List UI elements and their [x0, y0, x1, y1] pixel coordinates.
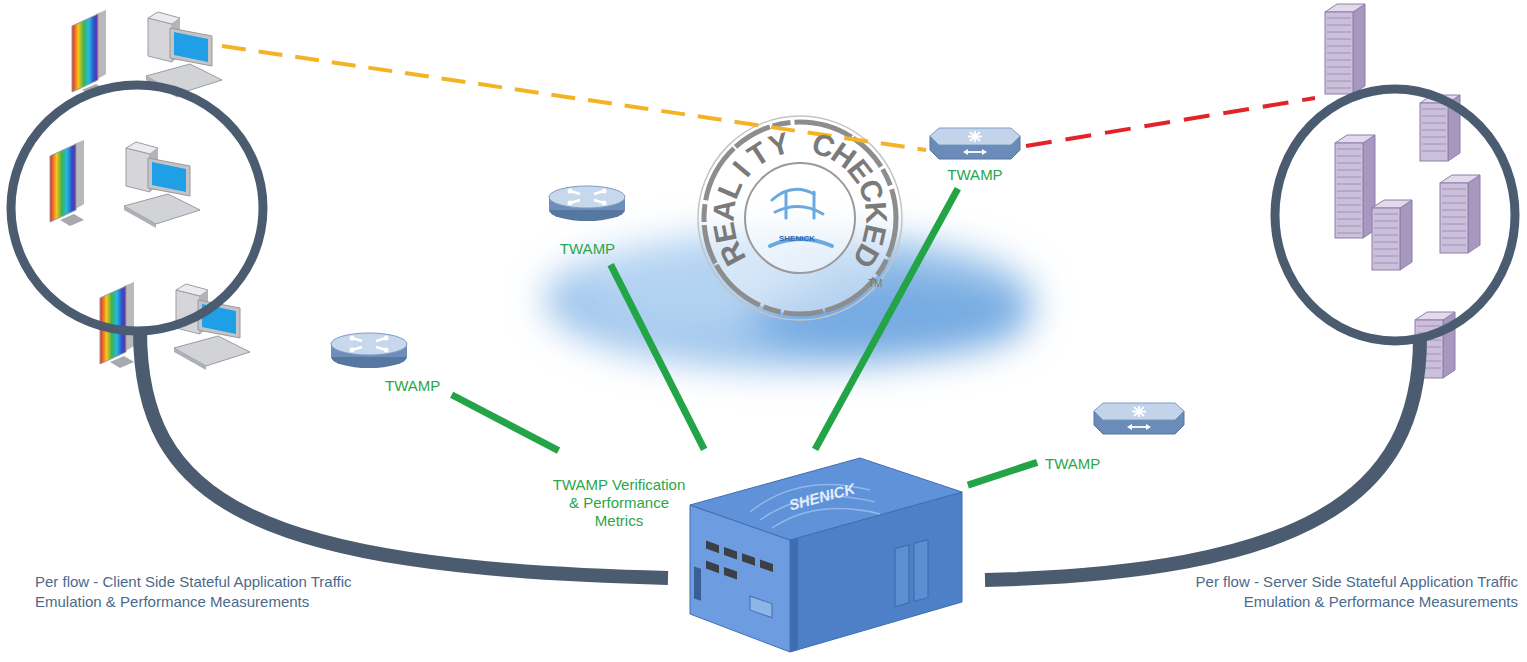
caption-client: Per flow - Client Side Stateful Applicat… [35, 572, 365, 612]
twamp-link [452, 395, 559, 451]
switch-node: TWAMP [1040, 395, 1185, 480]
server-group-circle [1275, 89, 1515, 341]
node-icon [548, 183, 626, 223]
router-node: TWAMP [325, 325, 449, 397]
server-flow-curve [985, 338, 1420, 580]
server-rack [1325, 4, 1365, 94]
twamp-link [611, 265, 705, 450]
client-flow-curve [140, 330, 668, 578]
server-rack [1335, 135, 1375, 238]
node-label: TWAMP [545, 240, 630, 258]
twamp-link [815, 189, 958, 450]
switch-node: TWAMP [925, 125, 1027, 186]
stamp-letter: K [860, 201, 891, 225]
stamp-letter: A [708, 198, 740, 223]
node-label: TWAMP [1045, 455, 1115, 473]
workstation [50, 140, 200, 228]
client-group-circle [11, 85, 263, 331]
server-path-dashed [1026, 98, 1315, 146]
router-node: TWAMP [545, 180, 632, 262]
node-icon [330, 330, 408, 370]
node-icon [929, 125, 1021, 163]
twamp-link [968, 462, 1037, 485]
trademark: TM [868, 276, 882, 291]
server-rack [1372, 200, 1412, 270]
node-label: TWAMP [925, 166, 1025, 184]
node-label: TWAMP Verification & Performance Metrics [550, 476, 688, 530]
node-label: TWAMP [385, 377, 447, 395]
node-icon [1093, 400, 1185, 438]
server-rack [1440, 175, 1480, 253]
caption-server: Per flow - Server Side Stateful Applicat… [1188, 572, 1518, 612]
test-appliance: TWAMP Verification & Performance Metrics… [550, 452, 965, 657]
stamp-logo-text: SHENICK [779, 232, 815, 245]
reality-stamp [698, 116, 902, 320]
